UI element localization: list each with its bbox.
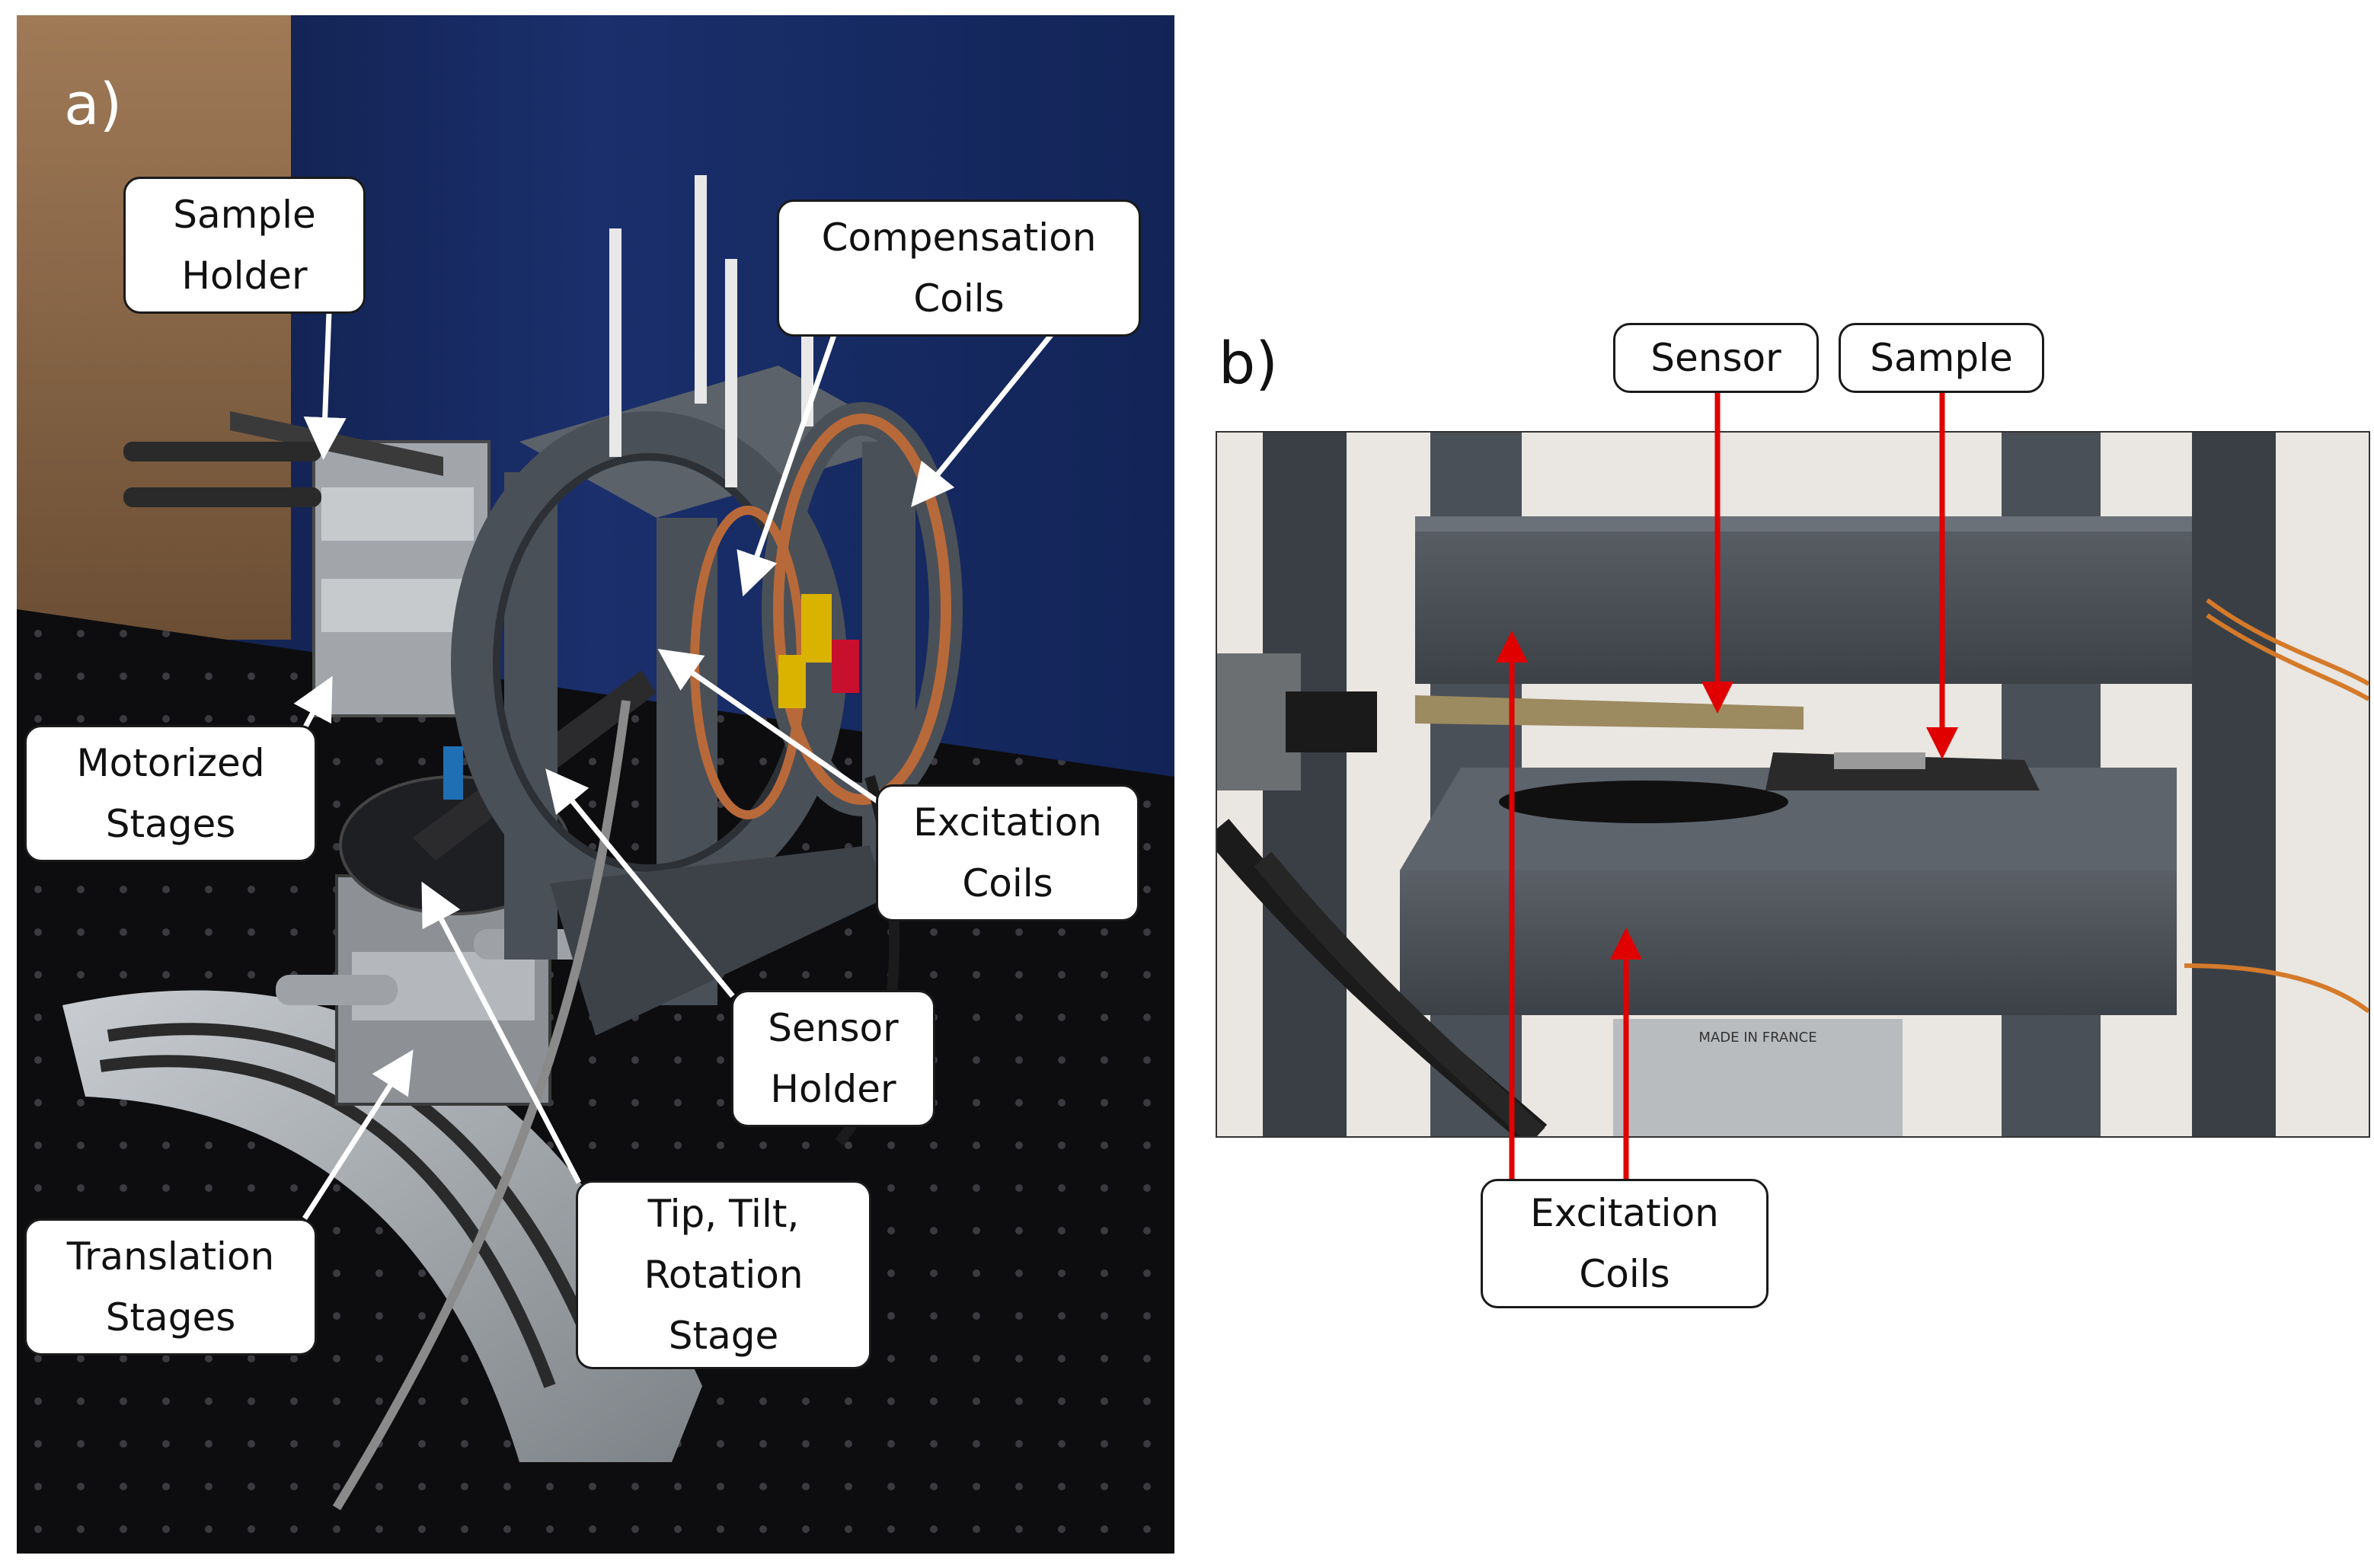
label-tip-tilt-rotation-stage: Tip, Tilt, Rotation Stage	[576, 1180, 871, 1369]
panel-a-letter: a)	[64, 70, 123, 138]
label-sample: Sample	[1839, 323, 2044, 393]
label-compensation-coils: Compensation Coils	[777, 200, 1141, 337]
label-motorized-stages: Motorized Stages	[24, 725, 317, 862]
label-sensor-holder: Sensor Holder	[731, 990, 935, 1127]
label-translation-stages: Translation Stages	[24, 1218, 317, 1356]
panel-b-letter: b)	[1219, 329, 1278, 397]
label-excitation-coils-a: Excitation Coils	[876, 784, 1139, 921]
label-sensor: Sensor	[1613, 323, 1819, 393]
photo-b-closeup: MADE IN FRANCE	[1216, 431, 2370, 1138]
plate-stamp-text: MADE IN FRANCE	[1698, 1030, 1816, 1046]
label-sample-holder: Sample Holder	[123, 177, 366, 314]
label-excitation-coils-b: Excitation Coils	[1481, 1179, 1769, 1308]
